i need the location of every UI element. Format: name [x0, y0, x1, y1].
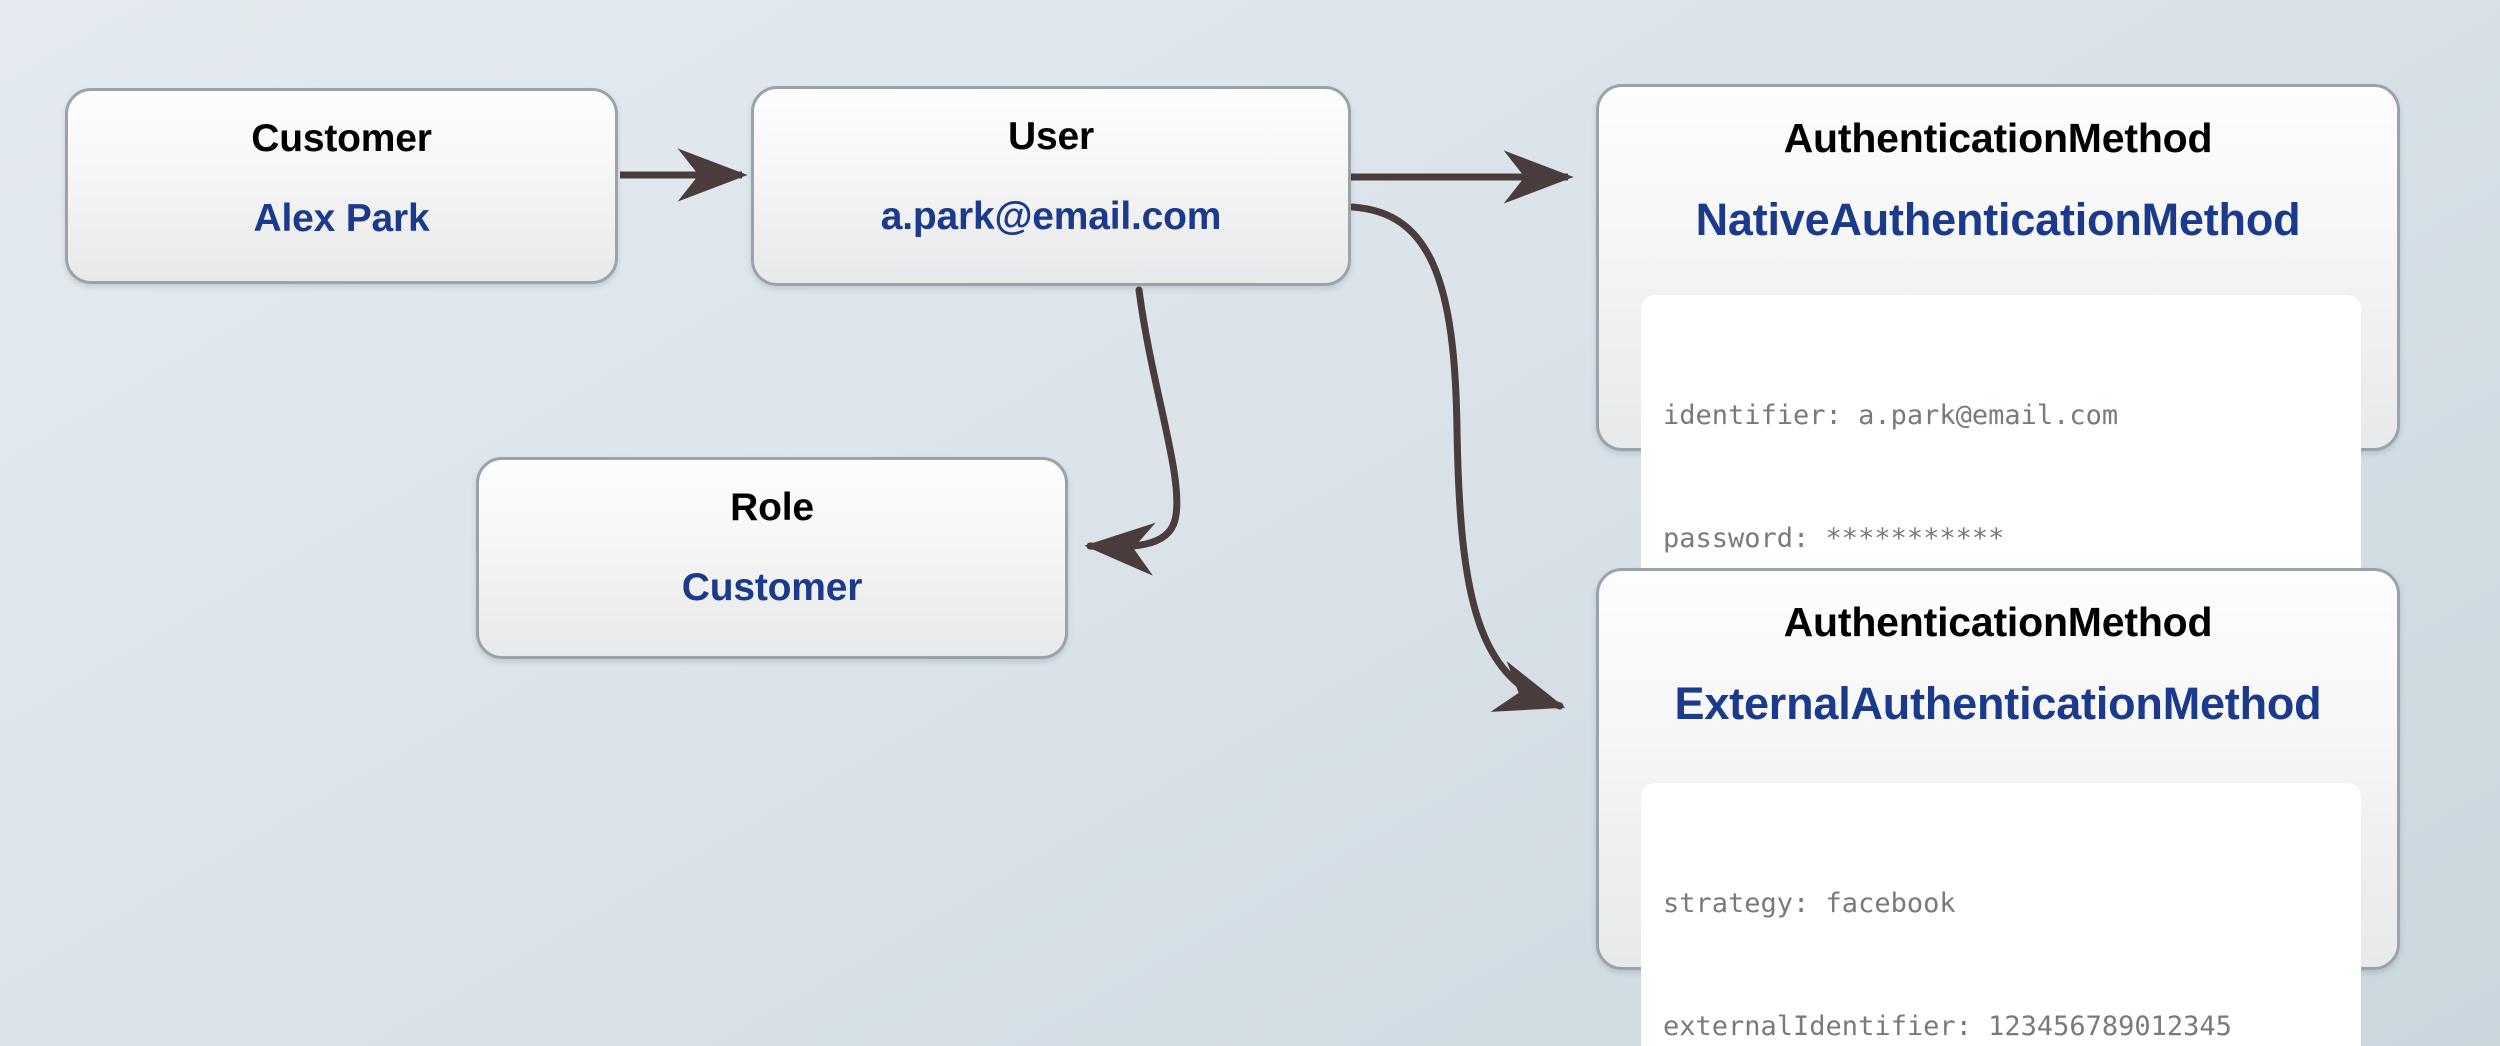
node-native-auth-type: AuthenticationMethod: [1783, 115, 2213, 161]
edge-user-to-role: [1084, 286, 1181, 576]
node-native-auth-value: NativeAuthenticationMethod: [1695, 194, 2301, 245]
node-external-auth-value: ExternalAuthenticationMethod: [1674, 678, 2322, 729]
node-role-value: Customer: [681, 566, 863, 609]
node-role-type: Role: [730, 486, 814, 529]
attribute-line: externalIdentifier: 123456789012345: [1663, 1011, 2232, 1043]
node-user-type: User: [1008, 115, 1094, 158]
node-customer-value: Alex Park: [253, 197, 430, 240]
node-external-auth-type: AuthenticationMethod: [1783, 599, 2213, 645]
node-user[interactable]: User a.park@email.com: [751, 86, 1351, 286]
node-external-auth-attributes: strategy: facebook externalIdentifier: 1…: [1641, 783, 2361, 1046]
attribute-line: identifier: a.park@email.com: [1663, 400, 2119, 432]
edge-user-to-external-auth: [1348, 203, 1566, 712]
node-role[interactable]: Role Customer: [476, 457, 1068, 659]
node-external-auth[interactable]: AuthenticationMethod ExternalAuthenticat…: [1596, 568, 2400, 1046]
node-customer-type: Customer: [251, 117, 432, 160]
node-customer[interactable]: Customer Alex Park: [65, 88, 618, 284]
node-user-value: a.park@email.com: [880, 195, 1222, 238]
attribute-line: strategy: facebook: [1663, 888, 1956, 920]
node-native-auth[interactable]: AuthenticationMethod NativeAuthenticatio…: [1596, 84, 2400, 662]
attribute-line: password: ***********: [1663, 523, 2005, 555]
